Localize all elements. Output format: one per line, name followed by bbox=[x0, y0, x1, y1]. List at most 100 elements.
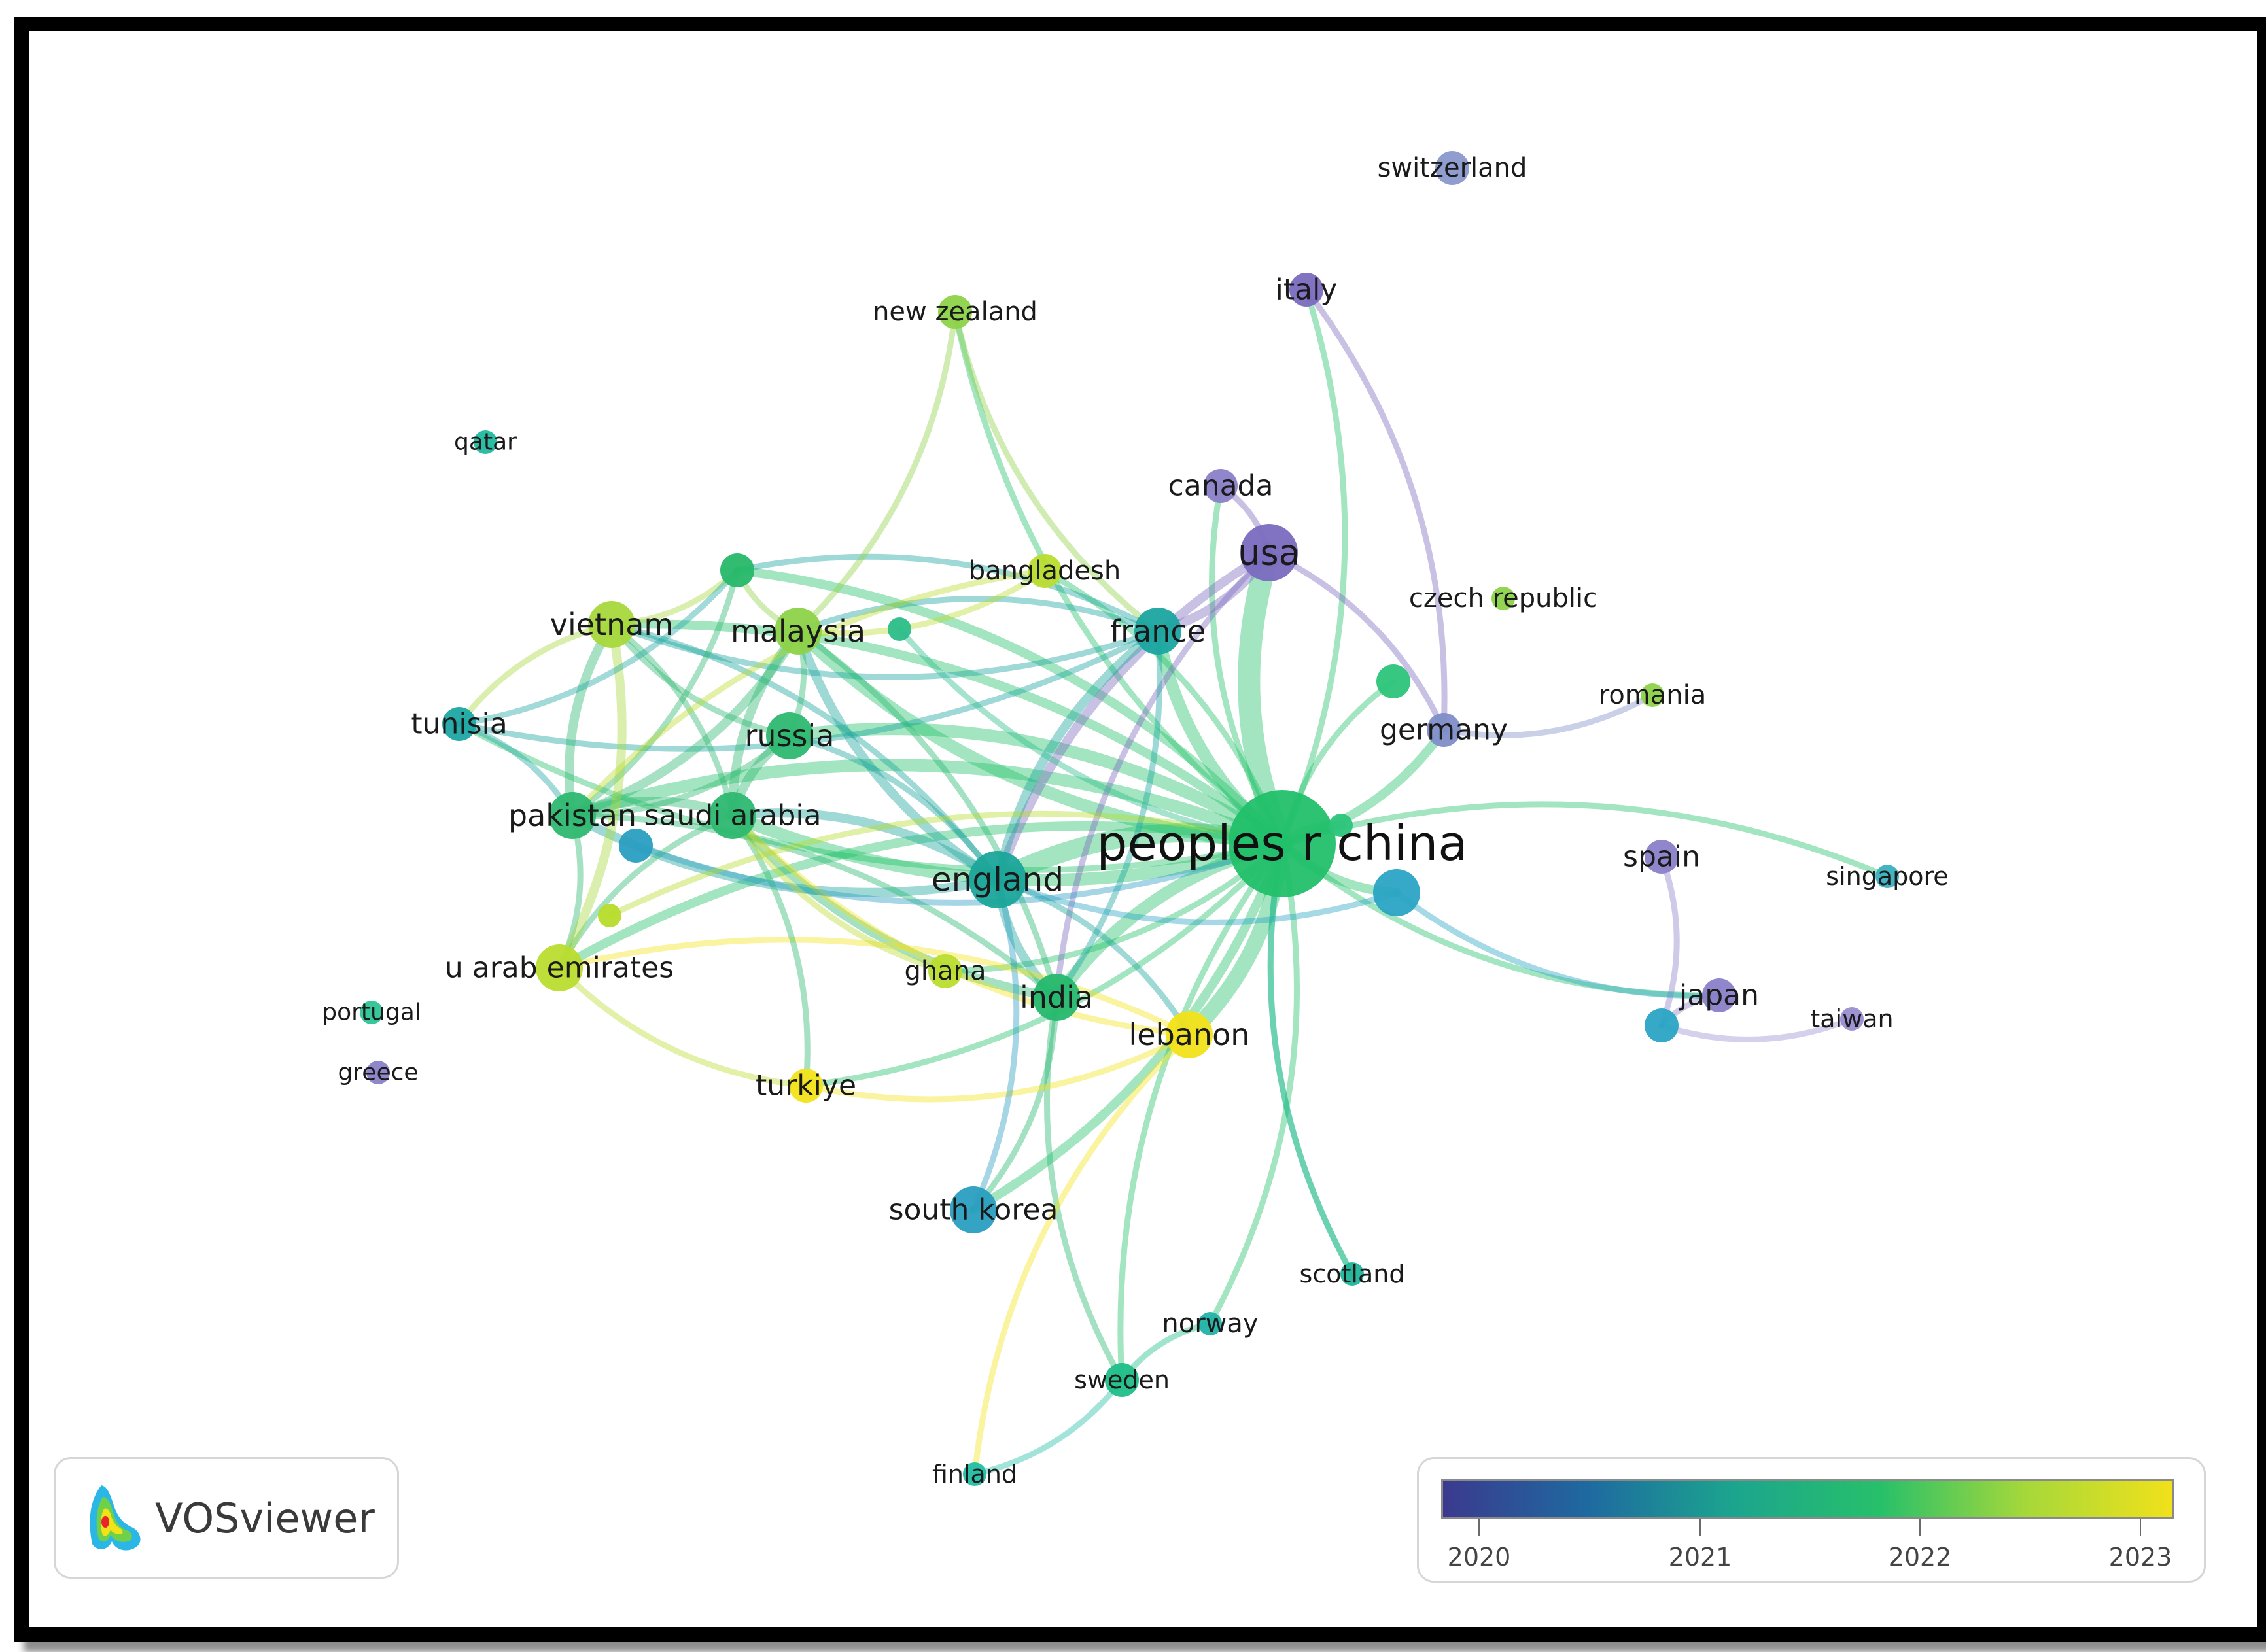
node-italy[interactable] bbox=[1289, 273, 1323, 307]
node-germany[interactable] bbox=[1427, 713, 1461, 747]
edge-vietnam-tunisia bbox=[456, 621, 615, 727]
edge-tunisia-n_a bbox=[456, 567, 741, 727]
node-label-france: france bbox=[1110, 613, 1206, 649]
node-label-italy: italy bbox=[1276, 273, 1338, 307]
node-label-malaysia: malaysia bbox=[731, 613, 865, 649]
node-label-switzerland: switzerland bbox=[1378, 153, 1527, 183]
node-taiwan[interactable] bbox=[1840, 1007, 1864, 1031]
node-newzealand[interactable] bbox=[938, 295, 972, 329]
edge-england-lebanon bbox=[994, 876, 1193, 1038]
edge-bangladesh-malaysia bbox=[795, 568, 1048, 636]
node-n_f[interactable] bbox=[1373, 869, 1420, 916]
node-label-czech: czech republic bbox=[1409, 583, 1597, 613]
node-scotland[interactable] bbox=[1340, 1262, 1364, 1286]
edge-n_c-china bbox=[633, 840, 1285, 906]
node-label-newzealand: new zealand bbox=[873, 297, 1037, 327]
node-label-pakistan: pakistan bbox=[508, 798, 636, 833]
node-china[interactable] bbox=[1229, 790, 1336, 897]
node-n_c[interactable] bbox=[619, 829, 653, 863]
node-label-portugal: portugal bbox=[322, 999, 421, 1026]
node-singapore[interactable] bbox=[1875, 865, 1899, 888]
edge-germany-romania bbox=[1440, 692, 1656, 738]
edge-china-n_a bbox=[733, 566, 1287, 848]
node-russia[interactable] bbox=[766, 712, 813, 759]
edge-china-singapore bbox=[1279, 801, 1891, 880]
node-czech[interactable] bbox=[1491, 587, 1515, 610]
node-label-uae: u arab emirates bbox=[445, 952, 674, 985]
node-saudi[interactable] bbox=[709, 792, 756, 839]
node-n_g[interactable] bbox=[1645, 1008, 1679, 1042]
node-canada[interactable] bbox=[1204, 469, 1238, 503]
edge-india-southkorea bbox=[970, 994, 1060, 1213]
edge-china-sweden bbox=[1117, 840, 1285, 1383]
node-uae[interactable] bbox=[536, 944, 583, 991]
edge-china-vietnam bbox=[607, 619, 1287, 848]
edge-ghana-saudi bbox=[729, 812, 949, 974]
legend-color-gradient bbox=[1441, 1479, 2174, 1519]
node-finland[interactable] bbox=[963, 1462, 986, 1486]
edge-india-saudi bbox=[728, 811, 1061, 1002]
node-n_h[interactable] bbox=[1329, 814, 1353, 837]
legend-label-2021: 2021 bbox=[1668, 1543, 1732, 1572]
vosviewer-logo-icon bbox=[90, 1485, 141, 1551]
node-france[interactable] bbox=[1134, 608, 1181, 655]
node-qatar[interactable] bbox=[474, 430, 497, 454]
node-n_a[interactable] bbox=[720, 553, 754, 587]
edge-italy-germany bbox=[1303, 286, 1448, 733]
node-pakistan[interactable] bbox=[549, 792, 596, 839]
edge-china-tunisia bbox=[456, 721, 1285, 873]
node-tunisia[interactable] bbox=[442, 707, 476, 741]
edge-usa-india bbox=[1053, 549, 1272, 1001]
node-usa[interactable] bbox=[1240, 524, 1298, 581]
node-vietnam[interactable] bbox=[588, 601, 635, 648]
node-southkorea[interactable] bbox=[950, 1186, 997, 1233]
edge-lebanon-uae bbox=[556, 937, 1193, 1038]
node-label-usa: usa bbox=[1238, 532, 1300, 574]
edge-china-newzealand bbox=[952, 309, 1285, 847]
edge-newzealand-malaysia bbox=[795, 309, 958, 634]
node-label-turkiye: turkiye bbox=[756, 1069, 856, 1103]
node-sweden[interactable] bbox=[1105, 1363, 1139, 1397]
node-turkiye[interactable] bbox=[789, 1069, 823, 1103]
node-n_d[interactable] bbox=[598, 904, 621, 927]
node-label-romania: romania bbox=[1599, 680, 1707, 710]
node-romania[interactable] bbox=[1641, 683, 1664, 707]
edge-england-saudi bbox=[728, 808, 1002, 884]
node-lebanon[interactable] bbox=[1166, 1011, 1213, 1058]
edge-layer bbox=[456, 286, 1891, 1477]
node-bangladesh[interactable] bbox=[1028, 554, 1062, 588]
edge-china-italy bbox=[1279, 286, 1348, 847]
edge-china-uae bbox=[555, 821, 1287, 972]
node-malaysia[interactable] bbox=[775, 608, 822, 655]
edge-newzealand-france bbox=[952, 309, 1161, 634]
node-label-finland: finland bbox=[932, 1460, 1017, 1489]
node-spain[interactable] bbox=[1645, 840, 1679, 874]
node-japan[interactable] bbox=[1702, 978, 1736, 1012]
node-ghana[interactable] bbox=[928, 954, 962, 988]
node-india[interactable] bbox=[1033, 974, 1080, 1021]
node-n_b[interactable] bbox=[888, 617, 911, 641]
node-label-tunisia: tunisia bbox=[411, 708, 507, 741]
node-norway[interactable] bbox=[1198, 1312, 1222, 1335]
node-portugal[interactable] bbox=[360, 1001, 383, 1024]
edge-saudi-malaysia bbox=[727, 627, 803, 820]
legend-label-2023: 2023 bbox=[2108, 1543, 2172, 1572]
vosviewer-logo-text: VOSviewer bbox=[155, 1494, 375, 1542]
edge-southkorea-england bbox=[970, 876, 1020, 1213]
legend-tick bbox=[1919, 1519, 1921, 1536]
node-label-china: peoples r china bbox=[1096, 816, 1467, 872]
node-n_e[interactable] bbox=[1376, 664, 1410, 698]
node-switzerland[interactable] bbox=[1435, 151, 1469, 185]
legend-tick bbox=[1700, 1519, 1701, 1536]
node-england[interactable] bbox=[969, 851, 1026, 908]
node-greece[interactable] bbox=[366, 1061, 390, 1084]
edge-france-tunisia bbox=[456, 628, 1161, 752]
edge-india-malaysia bbox=[795, 628, 1060, 1001]
node-label-vietnam: vietnam bbox=[550, 607, 674, 642]
edge-pakistan-malaysia bbox=[568, 627, 803, 820]
edge-pakistan-n_a bbox=[569, 567, 741, 819]
node-label-germany: germany bbox=[1380, 714, 1508, 747]
node-label-taiwan: taiwan bbox=[1810, 1005, 1893, 1033]
edge-n_b-china bbox=[896, 626, 1285, 847]
node-label-canada: canada bbox=[1168, 470, 1274, 503]
